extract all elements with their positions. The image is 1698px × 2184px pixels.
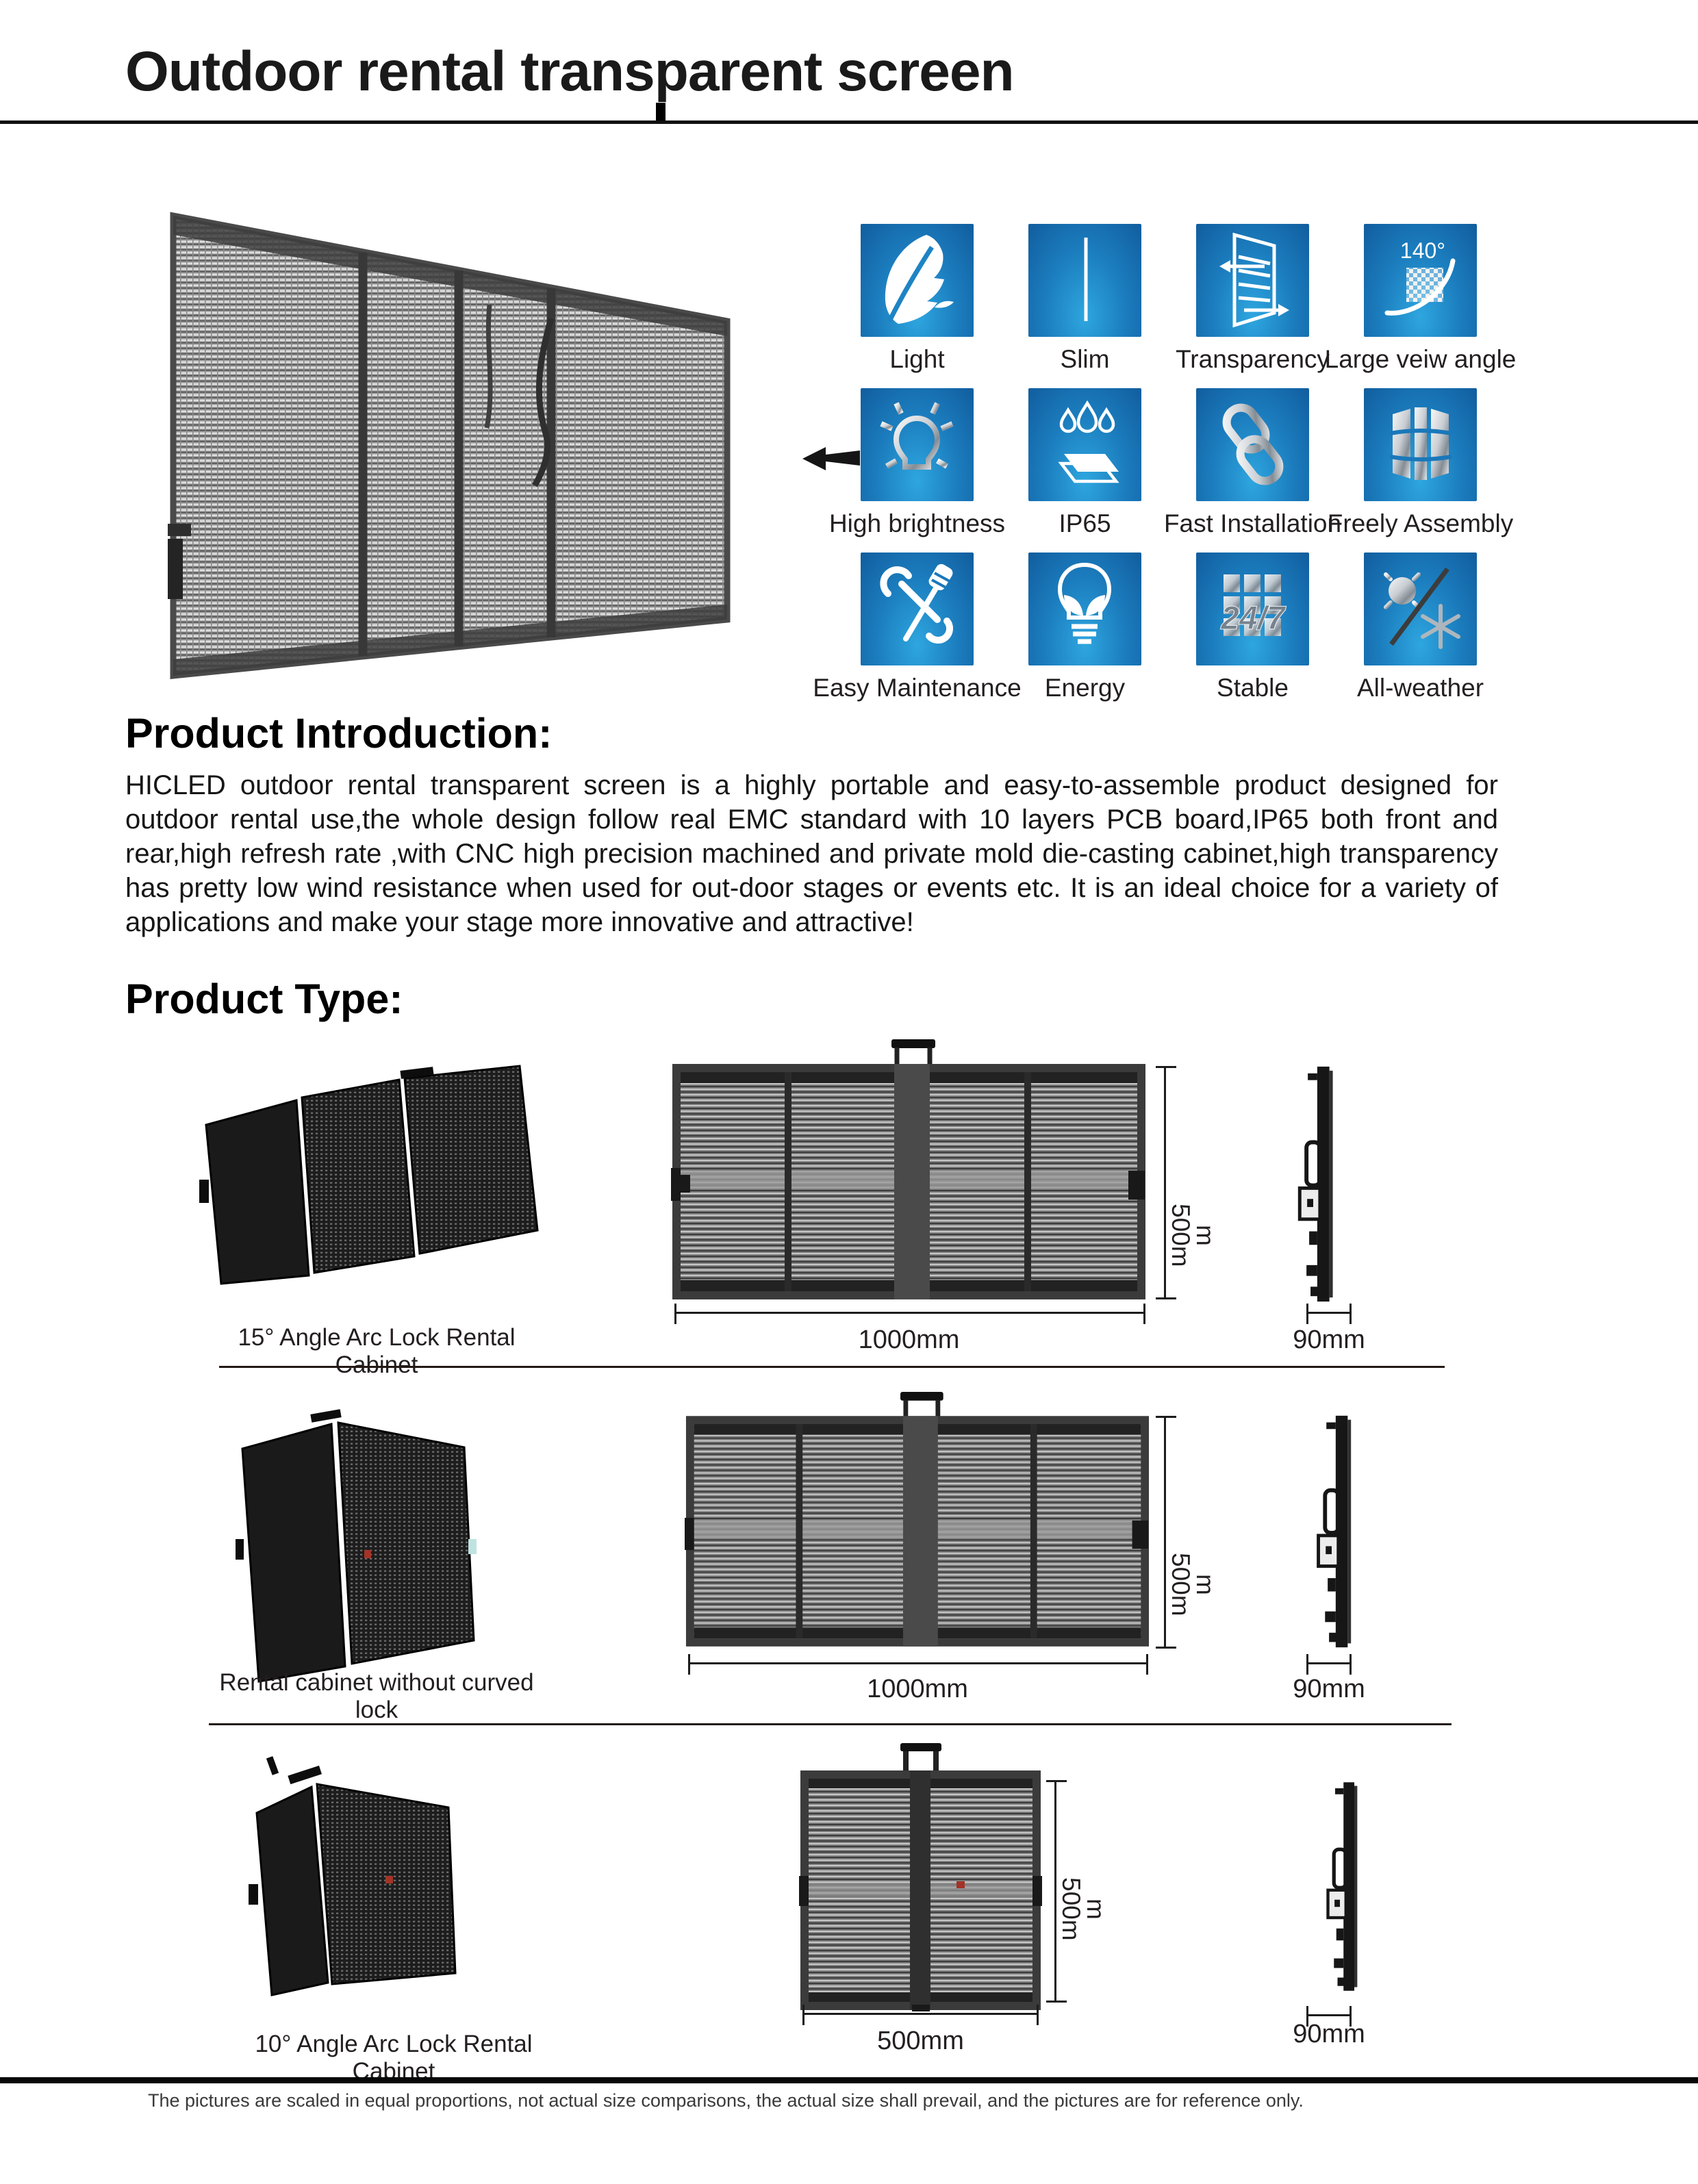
angle-value: 140°	[1400, 238, 1445, 263]
height-dimension-label: 500mm	[1167, 1203, 1219, 1267]
product-perspective-image	[236, 1409, 477, 1683]
height-dimension-label: 500mm	[1167, 1552, 1219, 1616]
feature-freely-assembly: Freely Assembly	[1328, 388, 1513, 538]
view-angle-icon: 140°	[1364, 224, 1477, 337]
width-dimension-line	[688, 1654, 1148, 1675]
feature-transparency: Transparency	[1176, 224, 1330, 374]
feature-easy-maintenance: Easy Maintenance	[813, 553, 1022, 702]
feature-ip65: IP65	[1028, 388, 1141, 538]
feature-label: Large veiw angle	[1324, 345, 1517, 373]
width-dimension-line	[674, 1304, 1145, 1324]
chain-link-icon	[1196, 388, 1309, 501]
panel-grid-icon: 24/7	[1196, 553, 1309, 665]
introduction-heading: Product Introduction:	[125, 710, 553, 757]
curved-panels-icon	[1364, 388, 1477, 501]
feature-label: IP65	[1059, 509, 1111, 537]
water-drops-panel-icon	[1028, 388, 1141, 501]
feature-view-angle: 140° Large veiw angle	[1325, 224, 1516, 374]
row-divider	[209, 1723, 1452, 1725]
feature-label: Transparency	[1176, 345, 1330, 373]
feature-label: Slim	[1060, 345, 1110, 373]
width-dimension-label: 1000mm	[858, 1325, 960, 1354]
sun-snowflake-icon	[1364, 553, 1477, 665]
product-front-image	[671, 1039, 1145, 1299]
feature-fast-installation: Fast Installation	[1164, 388, 1341, 538]
feature-label: Energy	[1044, 674, 1126, 702]
feature-label: All-weather	[1356, 674, 1484, 702]
product-type-heading: Product Type:	[125, 976, 403, 1022]
product-perspective-image	[249, 1756, 457, 1996]
width-dimension-label: 500mm	[877, 2027, 964, 2055]
depth-dimension-label: 90mm	[1293, 1675, 1365, 1703]
clamp-arrow-mark	[802, 447, 860, 470]
title-divider	[0, 120, 1698, 124]
width-dimension-line	[802, 2005, 1039, 2025]
product-side-image	[1326, 1782, 1358, 1991]
footer-note: The pictures are scaled in equal proport…	[148, 2090, 1304, 2111]
width-dimension-label: 1000mm	[867, 1675, 968, 1703]
product-perspective-image	[199, 1065, 539, 1285]
height-dimension-label: 500mm	[1057, 1877, 1110, 1941]
product-name: Rental cabinet without curved lock	[219, 1669, 534, 1723]
depth-dimension-label: 90mm	[1293, 2020, 1365, 2048]
product-front-image	[799, 1743, 1042, 2011]
depth-dimension-label: 90mm	[1293, 1325, 1365, 1354]
feature-slim: Slim	[1028, 224, 1141, 374]
feature-label: Stable	[1217, 674, 1289, 702]
bulb-rays-icon	[861, 388, 974, 501]
product-side-image	[1317, 1415, 1352, 1648]
height-dimension-line	[1046, 1780, 1067, 2003]
introduction-body: HICLED outdoor rental transparent screen…	[125, 770, 1498, 937]
product-name: 15° Angle Arc Lock Rental Cabinet	[238, 1324, 516, 1378]
feather-icon	[861, 224, 974, 337]
depth-dimension-line	[1306, 1654, 1352, 1675]
feature-label: Easy Maintenance	[813, 674, 1022, 702]
feature-energy: Energy	[1028, 553, 1141, 702]
page-title: Outdoor rental transparent screen	[125, 40, 1015, 103]
registration-mark	[656, 103, 666, 120]
wrench-tools-icon	[861, 553, 974, 665]
feature-label: Light	[889, 345, 945, 373]
footer-divider	[0, 2077, 1698, 2083]
feature-label: Freely Assembly	[1327, 509, 1514, 537]
feature-grid: Light Slim	[813, 224, 1516, 717]
depth-dimension-line	[1306, 2006, 1352, 2027]
height-dimension-line	[1156, 1066, 1176, 1299]
height-dimension-line	[1156, 1416, 1176, 1649]
transparency-panel-icon	[1196, 224, 1309, 337]
feature-label: High brightness	[828, 509, 1006, 537]
feature-label: Fast Installation	[1163, 509, 1342, 537]
feature-stable: 24/7 Stable	[1196, 553, 1309, 702]
depth-dimension-line	[1306, 1304, 1352, 1324]
row-divider	[219, 1366, 1445, 1368]
product-side-image	[1297, 1066, 1333, 1302]
feature-light: Light	[861, 224, 974, 374]
feature-all-weather: All-weather	[1357, 553, 1484, 702]
feature-high-brightness: High brightness	[829, 388, 1005, 538]
slim-line-icon	[1028, 224, 1141, 337]
hero-product-image	[168, 212, 731, 679]
stable-badge: 24/7	[1220, 600, 1287, 637]
product-front-image	[685, 1392, 1150, 1647]
eco-bulb-icon	[1028, 553, 1141, 665]
